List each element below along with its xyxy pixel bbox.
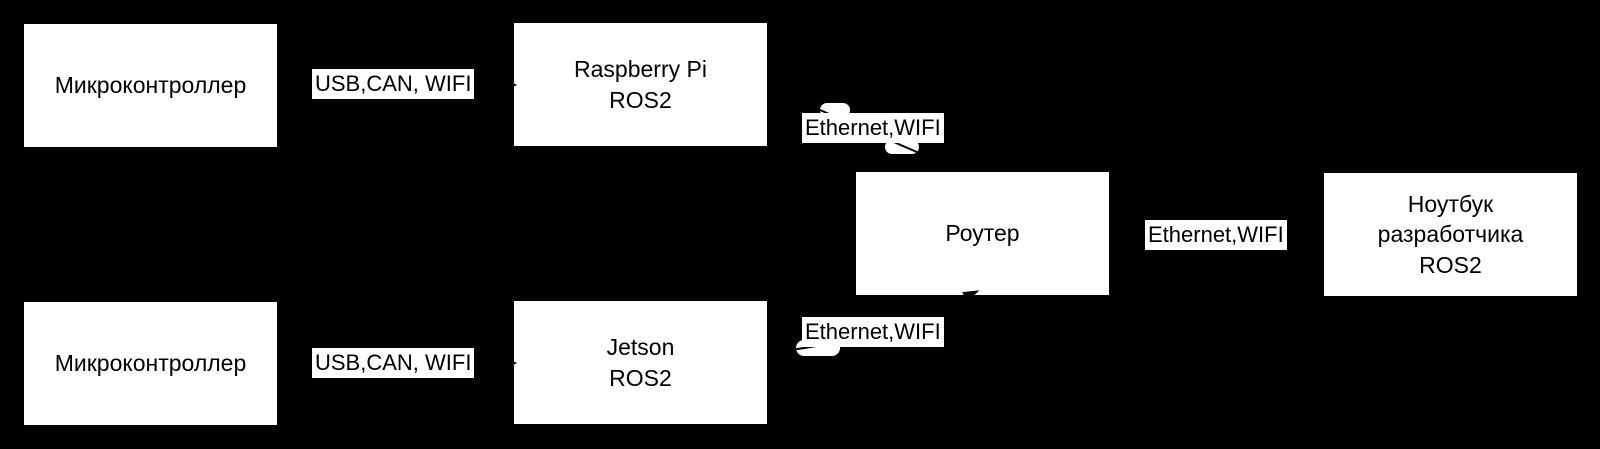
edge-label-usb-can-wifi-bottom: USB,CAN, WIFI (312, 348, 475, 378)
node-jetson: Jetson ROS2 (513, 300, 768, 425)
arrowhead-icon (935, 153, 956, 170)
node-microcontroller-top: Микроконтроллер (23, 23, 278, 148)
node-label-line2: разработчика (1377, 221, 1524, 248)
node-microcontroller-bottom: Микроконтроллер (23, 301, 278, 426)
node-label: Микроконтроллер (54, 350, 247, 377)
edge-label-ethernet-wifi-right: Ethernet,WIFI (1145, 220, 1287, 250)
node-label: Микроконтроллер (54, 72, 247, 99)
node-label-line2: ROS2 (609, 86, 672, 113)
edge-label-ethernet-wifi-top: Ethernet,WIFI (802, 113, 944, 143)
node-label-line2: ROS2 (609, 364, 672, 391)
node-raspberry-pi: Raspberry Pi ROS2 (513, 22, 768, 147)
node-label-line3: ROS2 (1419, 251, 1482, 278)
node-developer-laptop: Ноутбук разработчика ROS2 (1323, 172, 1578, 297)
node-label-line1: Jetson (606, 334, 675, 361)
node-router: Роутер (855, 171, 1110, 296)
node-label-line1: Raspberry Pi (574, 56, 707, 83)
edge-label-ethernet-wifi-bottom: Ethernet,WIFI (802, 317, 944, 347)
arrowhead-icon (1303, 227, 1320, 241)
edge-label-usb-can-wifi-top: USB,CAN, WIFI (312, 69, 475, 99)
node-label: Роутер (945, 220, 1020, 247)
node-label-line1: Ноутбук (1407, 190, 1494, 217)
